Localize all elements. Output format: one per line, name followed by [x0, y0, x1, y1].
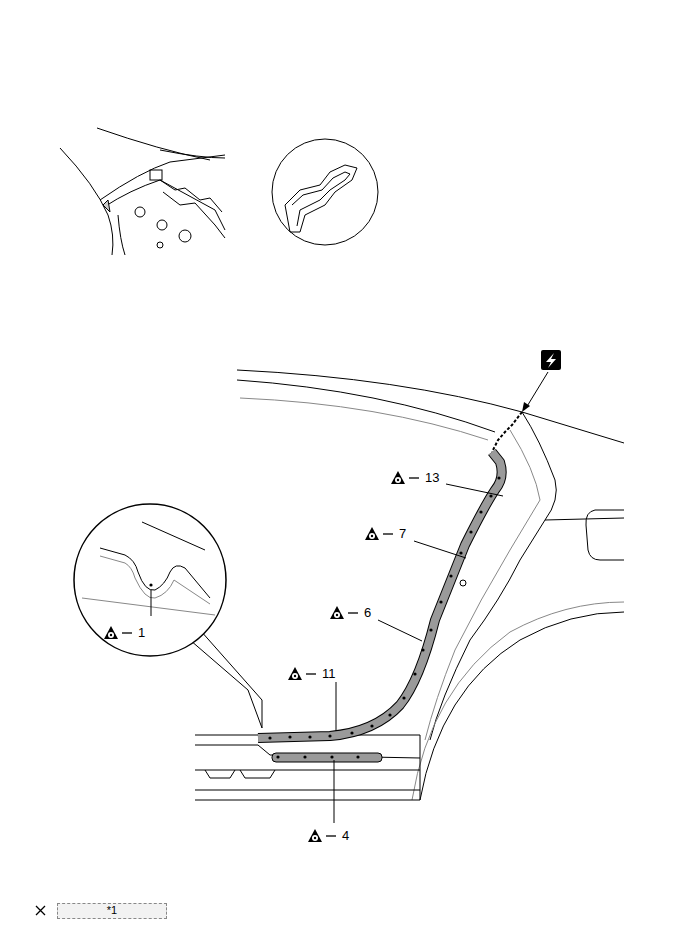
weld-triangle	[104, 626, 118, 639]
callout-number: 6	[363, 605, 372, 620]
weld-circle	[312, 835, 318, 841]
dash	[348, 612, 358, 613]
weld-circle	[334, 612, 340, 618]
inset-view	[60, 128, 225, 255]
weld-symbols	[104, 471, 419, 842]
weld-triangle	[391, 471, 405, 484]
weld-circle	[108, 632, 114, 638]
magnifier	[74, 504, 262, 728]
weld-dot	[294, 675, 296, 677]
dash	[383, 533, 393, 534]
cut-line	[492, 412, 522, 452]
lightning-icon	[522, 350, 561, 412]
callout-number: 1	[137, 625, 146, 640]
weld-dot	[110, 634, 112, 636]
dash	[122, 632, 132, 633]
leader-lines	[334, 484, 503, 823]
legend-entry: *1	[57, 903, 167, 919]
weld-dot	[397, 479, 399, 481]
weld-dot	[336, 614, 338, 616]
body-side	[195, 370, 624, 800]
weld-triangle	[308, 829, 322, 842]
legend-text: *1	[107, 904, 117, 916]
weld-circle	[292, 673, 298, 679]
callout-number: 13	[424, 470, 440, 485]
dash	[306, 673, 316, 674]
detail-circle	[272, 139, 378, 245]
callout-number: 7	[398, 526, 407, 541]
weld-circle	[369, 533, 375, 539]
legend-cross	[36, 906, 45, 915]
weld-triangle	[288, 667, 302, 680]
weld-triangle	[330, 606, 344, 619]
callout-number: 4	[341, 828, 350, 843]
weld-dot	[314, 837, 316, 839]
weld-triangle	[365, 527, 379, 540]
dash	[409, 477, 419, 478]
weld-band	[258, 452, 502, 762]
dash	[326, 835, 336, 836]
weld-circle	[395, 477, 401, 483]
weld-dot	[371, 535, 373, 537]
callout-number: 11	[321, 666, 337, 681]
